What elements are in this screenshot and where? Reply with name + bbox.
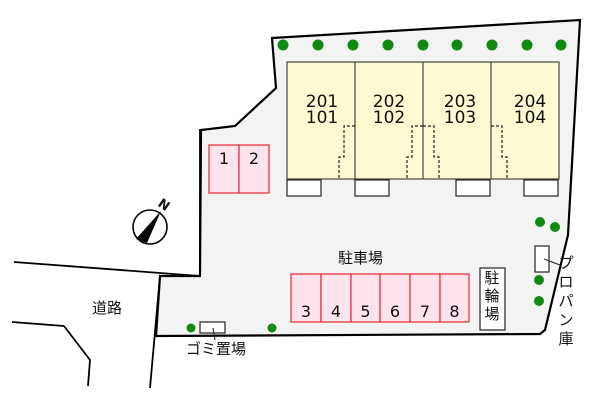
road-label: 道路	[92, 299, 123, 317]
building	[286, 61, 560, 180]
bicycle-parking-label: 駐 輪 場	[483, 269, 501, 323]
trees-top	[277, 39, 567, 51]
propane-char: パ	[558, 292, 574, 310]
propane-char: プ	[558, 254, 574, 272]
unit-lower-number: 103	[443, 108, 477, 128]
unit-label-3: 203 103	[430, 92, 490, 128]
parking-upper	[208, 144, 270, 194]
unit-upper-number: 203	[443, 92, 477, 112]
parking-space-2: 2	[248, 149, 260, 168]
bicycle-parking-char: 輪	[484, 287, 500, 305]
parking-lot-label: 駐車場	[338, 249, 384, 267]
propane-char: ン	[558, 311, 574, 329]
unit-lower-number: 104	[513, 108, 547, 128]
garbage-box	[199, 321, 226, 334]
propane-box	[534, 245, 550, 273]
unit-lower-number: 101	[305, 108, 339, 128]
bicycle-parking-box	[479, 267, 506, 331]
parking-space-1: 1	[218, 149, 230, 168]
unit-label-1: 201 101	[292, 92, 352, 128]
propane-storage-label: プ ロ パ ン 庫	[557, 254, 575, 349]
unit-upper-number: 204	[513, 92, 547, 112]
parking-space-4: 4	[330, 302, 342, 321]
parking-space-8: 8	[449, 302, 460, 321]
bicycle-parking-char: 場	[484, 305, 500, 323]
parking-lower	[290, 273, 470, 323]
bicycle-parking-char: 駐	[484, 269, 500, 287]
unit-label-4: 204 104	[500, 92, 560, 128]
propane-char: 庫	[558, 330, 574, 348]
trees-bottom	[186, 323, 277, 333]
propane-char: ロ	[558, 273, 574, 291]
stair-outlines	[338, 125, 508, 179]
unit-label-2: 202 102	[359, 92, 419, 128]
north-arrow-icon	[132, 209, 168, 245]
parking-space-3: 3	[300, 302, 312, 321]
unit-lower-number: 102	[372, 108, 406, 128]
road-lines	[11, 129, 201, 389]
parking-space-7: 7	[419, 302, 431, 321]
unit-upper-number: 202	[372, 92, 406, 112]
garbage-area-label: ゴミ置場	[186, 340, 247, 358]
unit-upper-number: 201	[305, 92, 339, 112]
parking-space-6: 6	[389, 302, 401, 321]
parking-space-5: 5	[360, 302, 371, 321]
trees-right	[534, 217, 560, 306]
entrance-boxes	[286, 179, 559, 197]
